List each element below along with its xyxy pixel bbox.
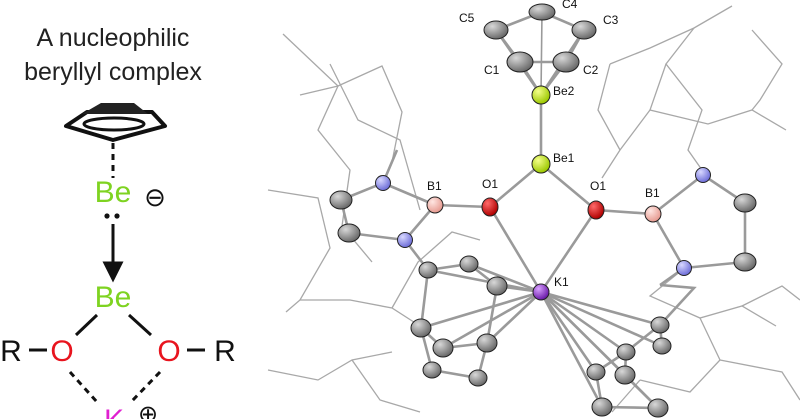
- atom-carbon: [733, 252, 757, 272]
- atom-c5: [483, 20, 509, 40]
- label-c4: C4: [562, 0, 578, 11]
- atom-c1: [506, 51, 534, 73]
- atom-be1: [531, 154, 551, 174]
- be-o-bond-left: [74, 313, 99, 337]
- r-group-left: R: [0, 335, 22, 368]
- oxygen-right: O: [157, 335, 180, 368]
- negative-charge: ⊖: [144, 182, 166, 212]
- label-b1-right: B1: [645, 186, 660, 200]
- be-center-label: Be: [95, 281, 132, 314]
- atom-carbon: [650, 316, 670, 334]
- atom-k1: [532, 283, 550, 301]
- atom-carbon: [486, 276, 508, 296]
- atom-carbon: [647, 398, 669, 418]
- atom-carbon: [733, 193, 757, 213]
- label-o1-right: O1: [590, 179, 606, 193]
- atom-carbon: [468, 369, 488, 387]
- atom-carbon: [616, 343, 636, 361]
- cp-ring: [483, 3, 597, 98]
- heteroatoms: [375, 85, 711, 301]
- atom-nitrogen: [676, 260, 692, 276]
- atom-carbon: [422, 361, 442, 379]
- label-c1: C1: [484, 63, 500, 77]
- atom-carbon: [459, 255, 479, 273]
- atom-boron-left: [426, 196, 444, 214]
- atom-c3: [571, 20, 597, 40]
- atom-carbon: [337, 223, 361, 243]
- be-o-bond-right: [127, 313, 153, 337]
- label-c5: C5: [459, 11, 475, 25]
- atom-c4: [528, 3, 556, 21]
- label-be1: Be1: [553, 151, 575, 165]
- title-line-2: beryllyl complex: [24, 58, 202, 86]
- atom-oxygen-right: [587, 200, 605, 220]
- positive-charge: ⊕: [138, 401, 158, 419]
- be-anion-label: Be: [95, 176, 132, 209]
- cyclopentadienyl-ring: [64, 103, 167, 142]
- label-k1: K1: [554, 275, 569, 289]
- atom-carbon: [586, 363, 606, 381]
- wireframe-substituents: [267, 5, 800, 413]
- carbon-atoms: [329, 190, 757, 418]
- atom-boron-right: [644, 205, 662, 223]
- atom-carbon: [652, 337, 672, 355]
- atom-carbon: [432, 338, 454, 358]
- schematic: A nucleophilic beryllyl complex Be ⊖ Be …: [0, 24, 236, 419]
- r-group-right: R: [214, 335, 236, 368]
- atom-carbon: [476, 333, 498, 353]
- potassium-label: K: [104, 404, 124, 419]
- atom-carbon: [591, 397, 613, 417]
- o-k-bond-left: [68, 370, 99, 404]
- atom-labels: C5 C4 C3 C1 C2 Be2 Be1 O1 O1 B1 B1 K1: [427, 0, 660, 289]
- label-c2: C2: [583, 63, 599, 77]
- atom-c2: [552, 51, 580, 73]
- lone-pair-dot: [114, 213, 120, 219]
- lone-pair-dot: [104, 213, 110, 219]
- atom-be2: [531, 85, 551, 105]
- atom-nitrogen: [375, 175, 391, 191]
- oxygen-left: O: [50, 335, 73, 368]
- atom-carbon: [614, 365, 636, 385]
- crystal-structure: C5 C4 C3 C1 C2 Be2 Be1 O1 O1 B1 B1 K1: [267, 0, 800, 418]
- label-o1-left: O1: [482, 177, 498, 191]
- label-be2: Be2: [553, 84, 575, 98]
- atom-carbon: [418, 261, 438, 279]
- label-c3: C3: [603, 13, 619, 27]
- atom-carbon: [410, 318, 432, 338]
- atom-nitrogen: [695, 167, 711, 183]
- title-line-1: A nucleophilic: [37, 24, 190, 52]
- atom-oxygen-left: [481, 197, 499, 217]
- label-b1-left: B1: [427, 179, 442, 193]
- o-k-bond-right: [129, 370, 162, 404]
- atom-carbon: [329, 190, 353, 210]
- atom-nitrogen: [397, 232, 413, 248]
